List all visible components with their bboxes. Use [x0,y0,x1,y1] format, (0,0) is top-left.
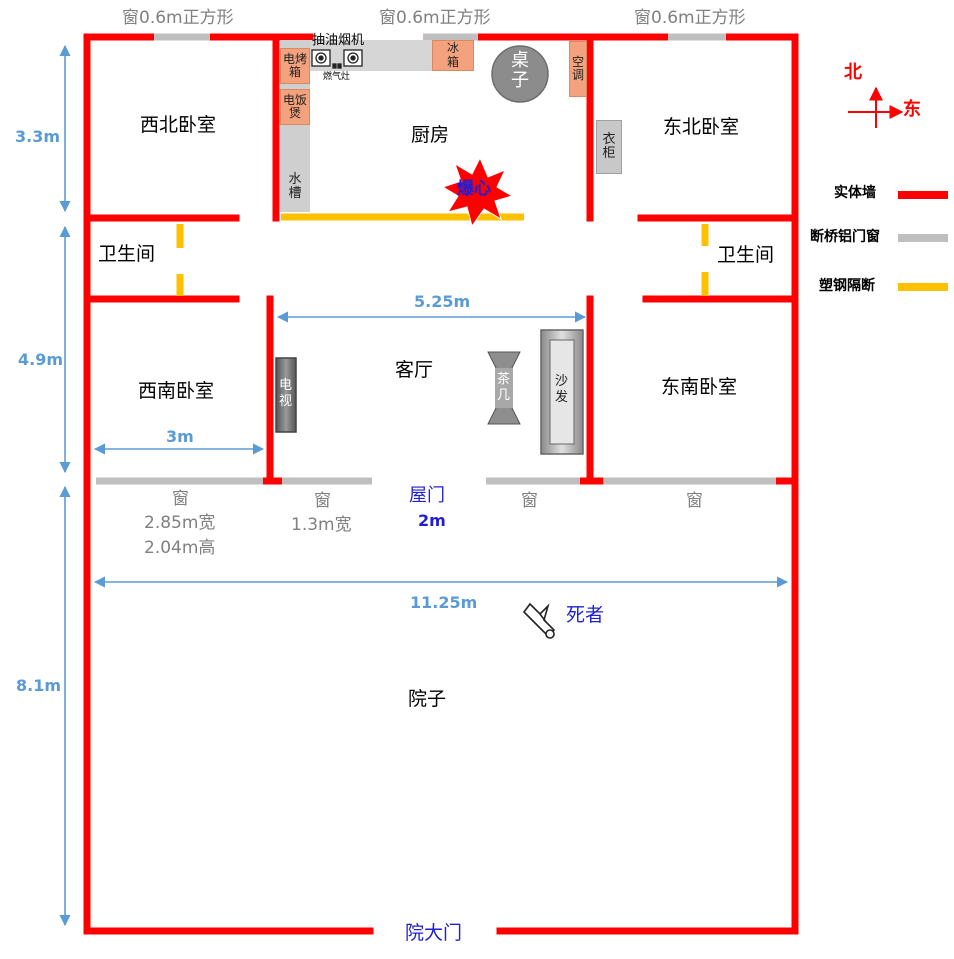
window-south-1-height: 2.04m高 [144,538,216,558]
room-bath-west: 卫生间 [98,243,156,265]
room-living: 客厅 [395,359,434,381]
legend-partition-label: 塑钢隔断 [819,278,875,294]
house-door-width: 2m [418,511,446,530]
windows [96,33,776,485]
window-south-3: 窗 [521,491,538,511]
partitions [176,213,709,296]
dim-north-height: 3.3m [15,127,61,146]
solid-walls [83,33,799,935]
sink: 水槽 [281,165,309,209]
electric-oven: 电烤箱 [280,48,310,84]
dim-yard-width: 11.25m [410,593,478,612]
victim-label: 死者 [566,604,605,626]
dimension-lines [59,44,789,927]
wardrobe: 衣柜 [596,120,622,174]
window-south-4: 窗 [686,491,703,511]
table-label: 桌子 [511,50,529,91]
sofa-label: 沙发 [555,374,569,405]
house-door-label: 屋门 [409,485,445,506]
gas-stove-label: 燃气灶 [323,72,351,82]
room-yard: 院子 [408,688,447,710]
dim-sw-width: 3m [166,427,194,446]
window-south-1-width: 2.85m宽 [144,513,216,533]
room-se-bedroom: 东南卧室 [661,376,738,398]
compass-icon [848,86,904,128]
blast-center-label: 爆心 [457,179,491,199]
window-south-2: 窗 [314,491,331,511]
legend-wall-label: 实体墙 [834,185,876,201]
legend-window-label: 断桥铝门窗 [810,229,880,245]
air-conditioner: 空调 [569,41,587,97]
range-hood-label: 抽油烟机 [312,33,365,48]
coffee-table-label: 茶几 [497,372,511,403]
yard-gate-label: 院大门 [405,922,463,944]
room-sw-bedroom: 西南卧室 [138,380,215,402]
dim-yard-height: 8.1m [16,676,62,695]
compass-north-label: 北 [844,62,862,83]
fridge: 冰箱 [432,40,474,71]
room-nw-bedroom: 西北卧室 [140,114,217,136]
window-label-ne: 窗0.6m正方形 [634,8,746,28]
victim-figure-icon [522,602,556,639]
window-label-n: 窗0.6m正方形 [379,8,491,28]
window-south-1: 窗 [172,489,189,509]
stove-burners-icon [311,49,363,69]
room-ne-bedroom: 东北卧室 [663,116,740,138]
window-south-2-width: 1.3m宽 [291,515,352,535]
dim-middle-height: 4.9m [18,350,64,369]
rice-cooker: 电饭煲 [280,89,310,125]
room-bath-east: 卫生间 [717,244,775,266]
tv-icon [275,357,297,433]
compass-east-label: 东 [903,99,921,120]
table-icon [491,45,549,103]
blast-icon [441,156,514,228]
tv-label: 电视 [279,378,293,409]
room-kitchen: 厨房 [411,124,450,146]
dim-living-width: 5.25m [414,292,471,311]
window-label-nw: 窗0.6m正方形 [122,8,234,28]
